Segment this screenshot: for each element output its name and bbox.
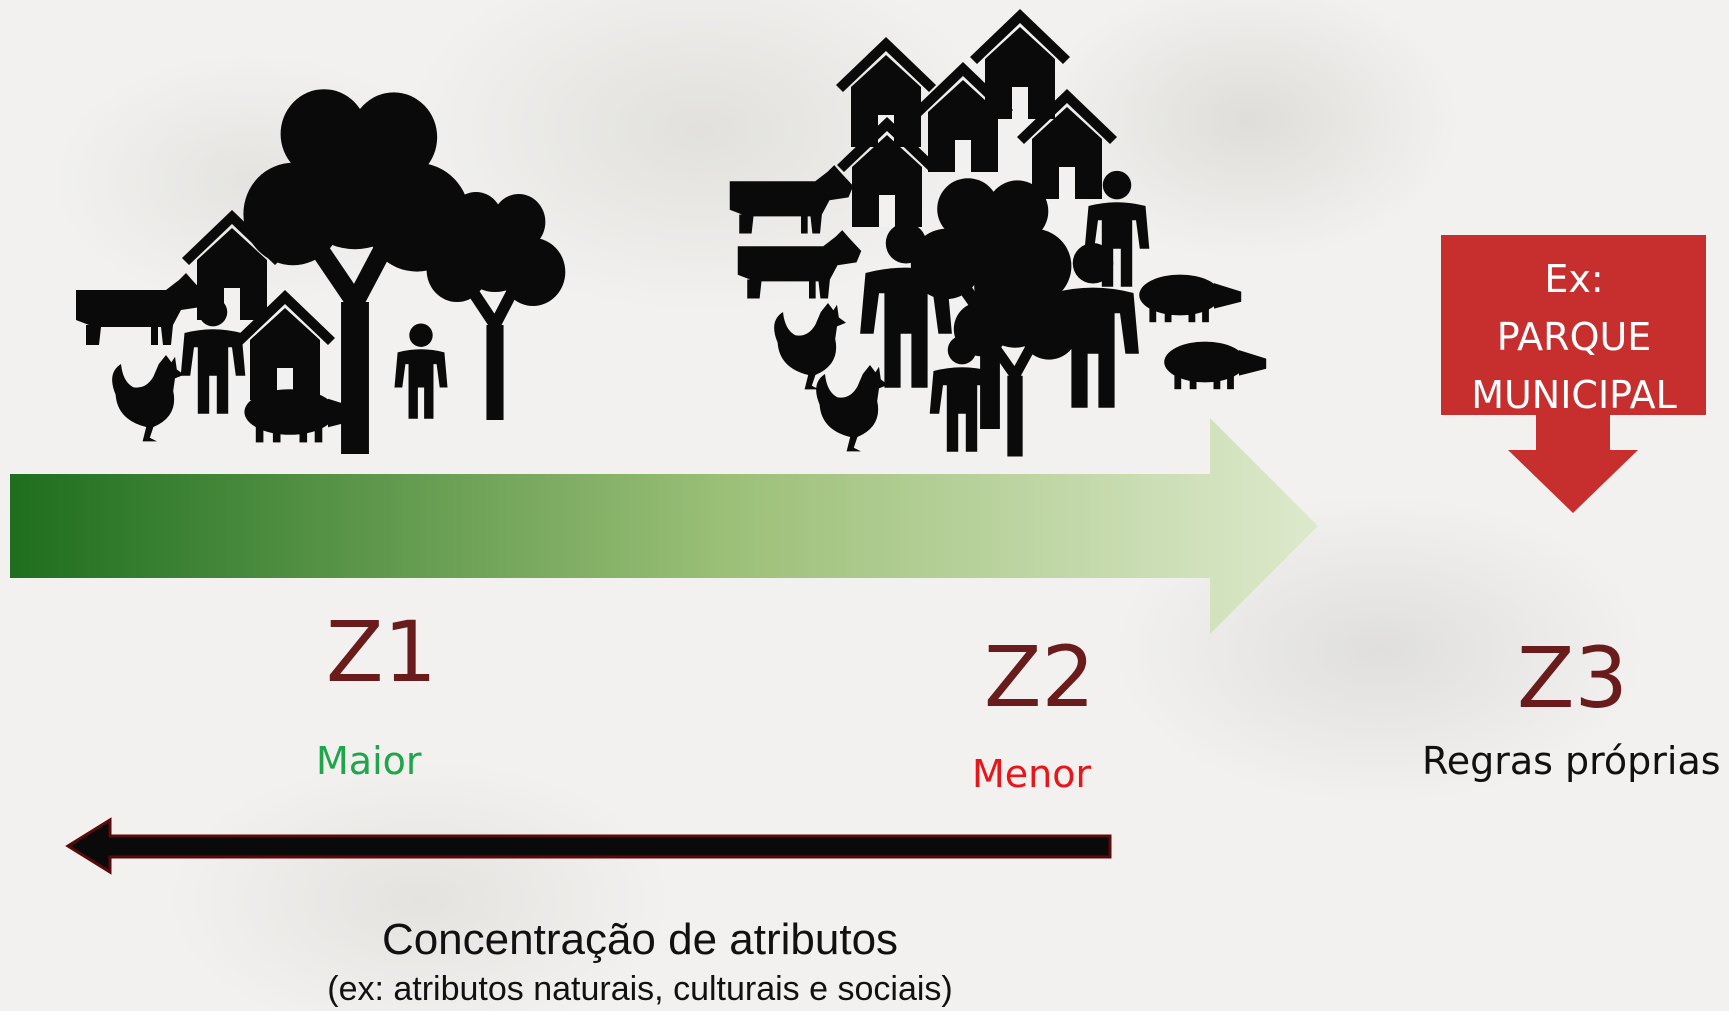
z2-pig-2-icon (1164, 341, 1267, 390)
z2-cow-1-icon (729, 165, 854, 234)
example-line-2: PARQUE (1496, 315, 1652, 359)
example-box: Ex: PARQUE MUNICIPAL (1442, 250, 1706, 424)
caption-subtitle: (ex: atributos naturais, culturais e soc… (327, 970, 953, 1008)
z1-illustration (76, 89, 565, 454)
z1-person-right-icon (394, 323, 448, 419)
z3-note-text: Regras próprias (1422, 739, 1721, 783)
zone-z2-label: Z2 (984, 628, 1095, 726)
example-line-1: Ex: (1544, 257, 1604, 301)
example-callout-arrow (1441, 235, 1706, 513)
z1-rooster-icon (112, 355, 184, 442)
z2-cow-2-icon (737, 230, 862, 299)
zone-z3-label: Z3 (1517, 629, 1628, 727)
z2-pig-1-icon (1139, 274, 1242, 323)
example-line-3: MUNICIPAL (1471, 373, 1677, 417)
z2-rooster-1-icon (774, 303, 846, 390)
gradient-arrow (10, 418, 1318, 634)
caption-title: Concentração de atributos (381, 915, 899, 964)
z1-level-text: Maior (316, 739, 422, 783)
z2-illustration (729, 9, 1267, 457)
concentration-arrow (65, 817, 1112, 875)
z2-level-text: Menor (972, 752, 1092, 796)
z2-rooster-2-icon (816, 365, 888, 452)
zone-z1-label: Z1 (326, 603, 437, 701)
